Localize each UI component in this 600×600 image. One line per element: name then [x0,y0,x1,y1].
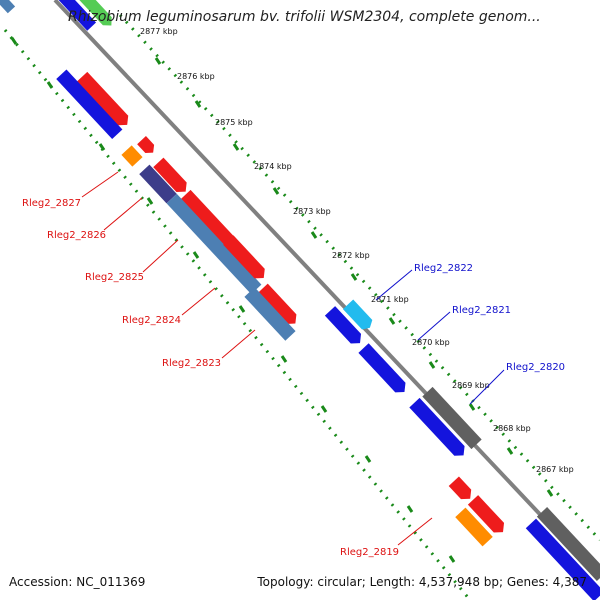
gene-feature[interactable] [53,0,97,31]
kbp-label: 2872 kbp [332,251,370,260]
inner-ticks [10,37,456,563]
map-title: Rhizobium leguminosarum bv. trifolii WSM… [68,9,541,25]
gene-feature[interactable] [409,397,468,460]
gene-feature[interactable] [342,299,375,333]
outer-ticks [154,57,554,497]
gene-feature[interactable] [153,157,191,197]
gene-label[interactable]: Rleg2_2825 [85,272,144,283]
gene-label[interactable]: Rleg2_2819 [340,547,399,558]
kbp-label: 2867 kbp [536,465,574,474]
accession-text: Accession: NC_011369 [9,575,146,589]
gene-feature[interactable] [137,136,157,157]
gene-feature[interactable] [56,69,123,140]
kbp-label: 2876 kbp [177,72,215,81]
gene-feature[interactable] [244,287,296,341]
kbp-label: 2875 kbp [215,118,253,127]
gene-feature[interactable] [455,507,493,547]
gene-label[interactable]: Rleg2_2822 [414,263,473,274]
gene-feature[interactable] [73,0,116,30]
gene-feature[interactable] [0,0,16,14]
gene-feature[interactable] [223,235,269,283]
gene-feature[interactable] [525,518,600,600]
gene-feature[interactable] [324,306,365,348]
gene-feature[interactable] [448,476,476,503]
gene-label[interactable]: Rleg2_2826 [47,230,106,241]
kbp-label: 2874 kbp [254,162,292,171]
kbp-label: 2873 kbp [293,207,331,216]
gene-label[interactable]: Rleg2_2824 [122,315,181,326]
gene-feature[interactable] [121,145,143,167]
gene-label[interactable]: Rleg2_2820 [506,362,565,373]
topology-text: Topology: circular; Length: 4,537,948 bp… [257,575,587,589]
gene-feature[interactable] [77,71,132,130]
kbp-labels: 2877 kbp 2876 kbp 2875 kbp 2874 kbp 2873… [140,27,574,474]
tick-track-inner [3,29,472,600]
gene-label[interactable]: Rleg2_2823 [162,358,221,369]
gene-feature[interactable] [166,193,262,295]
kbp-label: 2868 kbp [493,424,531,433]
gene-feature[interactable] [422,386,482,450]
gene-feature[interactable] [180,189,239,252]
genome-backbone [53,0,600,580]
gene-feature[interactable] [536,507,600,581]
gene-feature[interactable] [257,283,301,329]
kbp-label: 2869 kbp [452,381,490,390]
gene-feature[interactable] [139,164,177,204]
gene-label[interactable]: Rleg2_2821 [452,305,511,316]
kbp-label: 2870 kbp [412,338,450,347]
tick-track-outer [118,13,600,542]
gene-labels-right: Rleg2_2822 Rleg2_2821 Rleg2_2820 [375,263,565,405]
gene-feature[interactable] [358,343,409,396]
gene-label[interactable]: Rleg2_2827 [22,198,81,209]
gene-feature[interactable] [467,495,508,537]
gene-labels-left: Rleg2_2827 Rleg2_2826 Rleg2_2825 Rleg2_2… [22,171,433,558]
kbp-label: 2877 kbp [140,27,178,36]
kbp-label: 2871 kbp [371,295,409,304]
